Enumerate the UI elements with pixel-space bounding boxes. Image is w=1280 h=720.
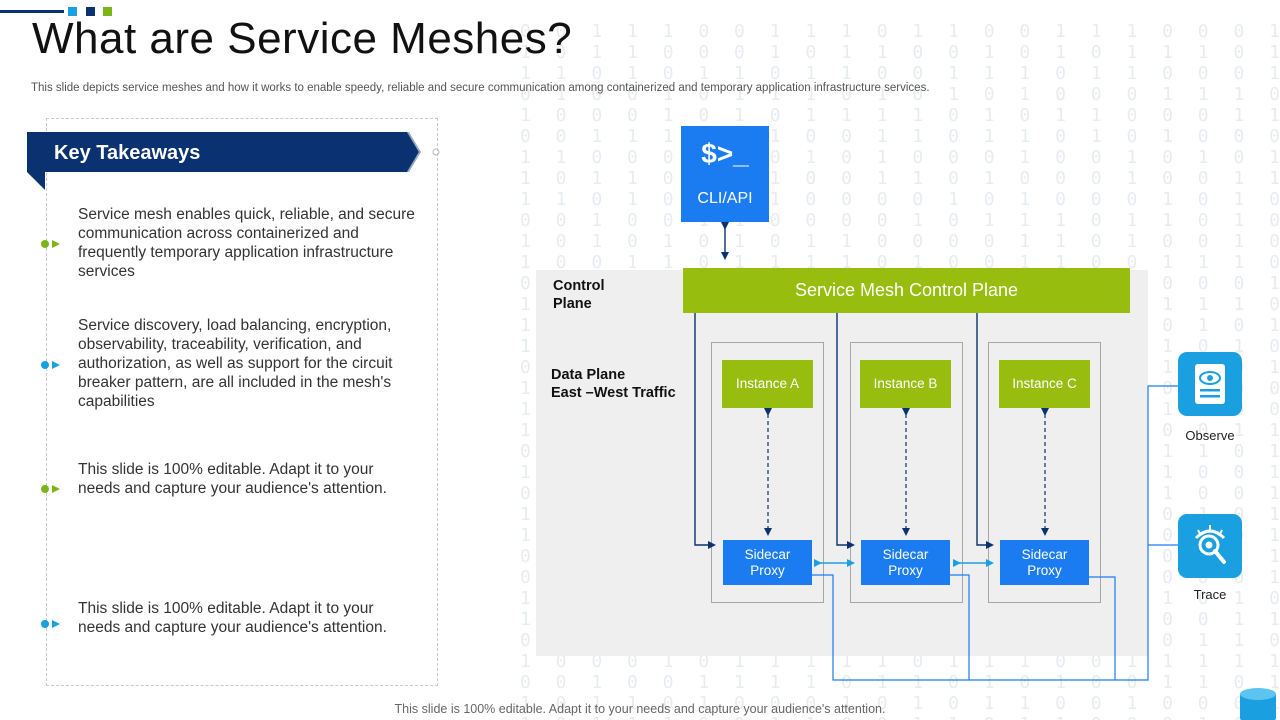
cli-api-label: CLI/API [697, 190, 753, 207]
terminal-prompt-icon: $>_ [701, 138, 749, 169]
takeaway-item: This slide is 100% editable. Adapt it to… [78, 600, 387, 636]
takeaway-item: This slide is 100% editable. Adapt it to… [78, 461, 387, 497]
traffic-label: East –West Traffic [551, 385, 676, 401]
observe-icon [1178, 352, 1242, 416]
bullet-icon [40, 617, 64, 629]
header-square-cyan [68, 7, 77, 16]
slide-footer: This slide is 100% editable. Adapt it to… [394, 702, 886, 716]
sidecar-proxy-b: Sidecar Proxy [861, 540, 950, 585]
bullet-icon [40, 482, 64, 494]
service-pod [711, 342, 824, 603]
instance-a: Instance A [722, 360, 813, 408]
service-pod [988, 342, 1101, 603]
slide-subtitle: This slide depicts service meshes and ho… [31, 82, 930, 94]
takeaways-heading: Key Takeaways [54, 142, 201, 164]
takeaways-banner [27, 132, 440, 190]
takeaway-item: Service discovery, load balancing, encry… [78, 317, 393, 410]
sidecar-proxy-label: Sidecar Proxy [882, 546, 929, 578]
trace-label: Trace [1193, 587, 1227, 602]
cli-api-box: $>_ CLI/API [681, 126, 769, 222]
takeaways-panel [46, 118, 438, 686]
sidecar-proxy-label: Sidecar Proxy [744, 546, 791, 578]
bullet-icon [40, 237, 64, 249]
header-accent-line [0, 10, 64, 13]
database-icon [1240, 688, 1276, 720]
slide-title: What are Service Meshes? [32, 14, 573, 63]
data-plane-label: Data Plane [551, 367, 626, 383]
bullet-icon [40, 358, 64, 370]
header-square-navy [86, 7, 95, 16]
instance-b: Instance B [860, 360, 951, 408]
control-plane-label: Control Plane [553, 278, 605, 312]
header-square-green [103, 7, 112, 16]
sidecar-proxy-c: Sidecar Proxy [1000, 540, 1089, 585]
takeaway-item: Service mesh enables quick, reliable, an… [78, 206, 415, 280]
service-mesh-control-plane: Service Mesh Control Plane [683, 268, 1130, 313]
observe-label: Observe [1185, 428, 1235, 443]
sidecar-proxy-label: Sidecar Proxy [1021, 546, 1068, 578]
sidecar-proxy-a: Sidecar Proxy [723, 540, 812, 585]
trace-icon [1178, 514, 1242, 578]
instance-c: Instance C [999, 360, 1090, 408]
service-pod [850, 342, 963, 603]
